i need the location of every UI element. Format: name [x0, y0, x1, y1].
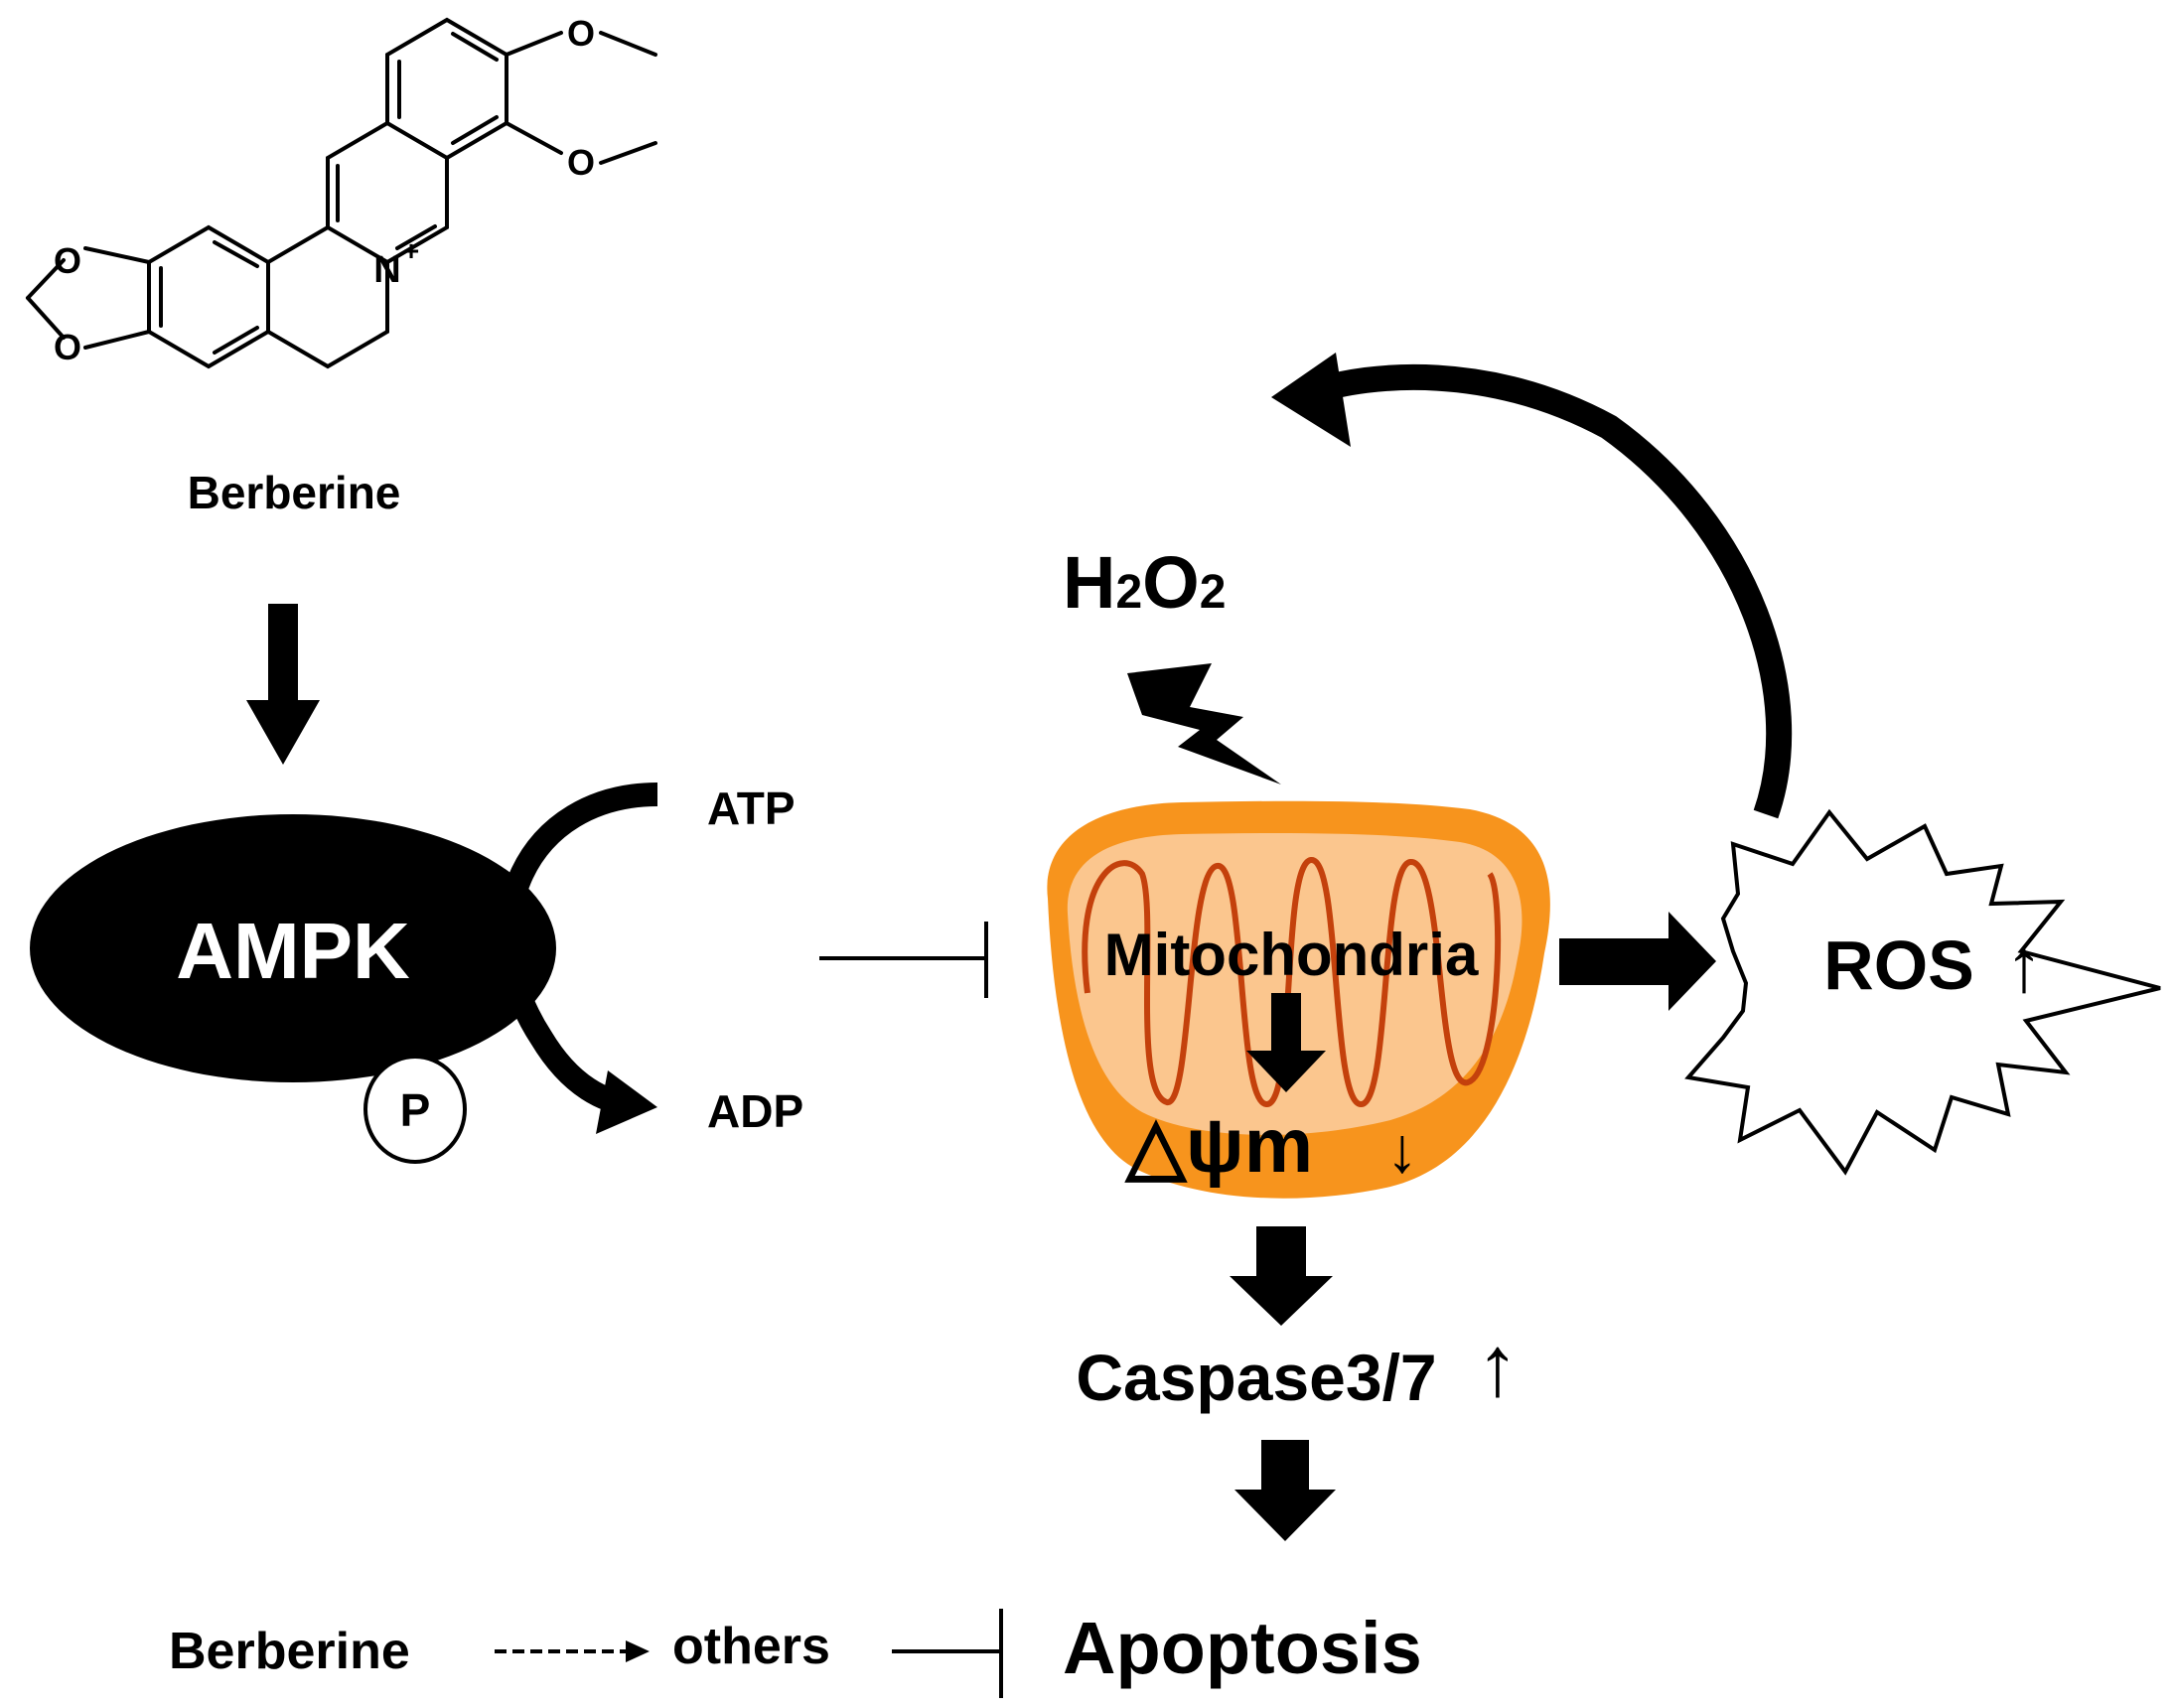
arrow-mito-to-ros [1559, 912, 1716, 1011]
ros-feedback-arrowhead [1271, 353, 1351, 447]
atom-o-dioxole-1: O [54, 240, 81, 281]
h2o2-h: H [1063, 541, 1115, 624]
ros-starburst [1684, 808, 2161, 1176]
atom-o-methoxy-1: O [567, 13, 595, 54]
caspase-up-arrow: ↑ [1477, 1319, 1520, 1414]
ros-feedback-curve [1306, 363, 1793, 819]
h2o2-sub-1: 2 [1115, 566, 1142, 619]
atp-adp-curve [497, 783, 658, 1116]
h2o2-o: O [1142, 541, 1200, 624]
atom-o-methoxy-2: O [567, 142, 595, 183]
berberine-label: Berberine [188, 467, 401, 518]
berberine-atom-labels: O O O O N + [54, 13, 595, 367]
atp-label: ATP [707, 783, 796, 834]
arrow-mito-to-caspase [1230, 1226, 1333, 1326]
others-label: others [672, 1618, 830, 1675]
lightning-icon [1127, 663, 1281, 784]
adp-arrowhead [596, 1070, 657, 1134]
dashed-arrow-berberine-others [495, 1640, 650, 1662]
phospho-label: P [400, 1084, 431, 1136]
bottom-berberine-label: Berberine [169, 1623, 410, 1680]
atom-charge: + [403, 235, 419, 266]
inhibit-ampk-mitochondria [819, 922, 988, 998]
caspase-label: Caspase3/7 [1076, 1341, 1436, 1414]
ros-label: ROS [1823, 926, 1974, 1004]
atom-n: N [373, 249, 400, 291]
apoptosis-label: Apoptosis [1063, 1607, 1422, 1689]
ampk-ellipse [30, 814, 556, 1082]
phospho-circle [363, 1055, 467, 1164]
ros-up-arrow: ↑ [2005, 924, 2043, 1008]
arrow-mito-to-dpsi [1246, 993, 1326, 1092]
berberine-structure [26, 17, 657, 369]
mitochondria-cristae [1082, 857, 1502, 1108]
atom-o-dioxole-2: O [54, 327, 81, 367]
ampk-label: AMPK [176, 907, 410, 995]
mitochondria-label: Mitochondria [1104, 922, 1479, 988]
arrow-berberine-to-ampk [246, 604, 320, 765]
h2o2-label: H2O2 [1063, 541, 1226, 624]
arrow-caspase-to-apoptosis [1234, 1440, 1336, 1541]
delta-psi-label: △ψm [1124, 1101, 1313, 1189]
delta-psi-down-arrow: ↓ [1386, 1114, 1418, 1186]
inhibit-others-apoptosis [892, 1609, 1003, 1698]
adp-label: ADP [707, 1085, 803, 1137]
h2o2-sub-2: 2 [1200, 566, 1227, 619]
